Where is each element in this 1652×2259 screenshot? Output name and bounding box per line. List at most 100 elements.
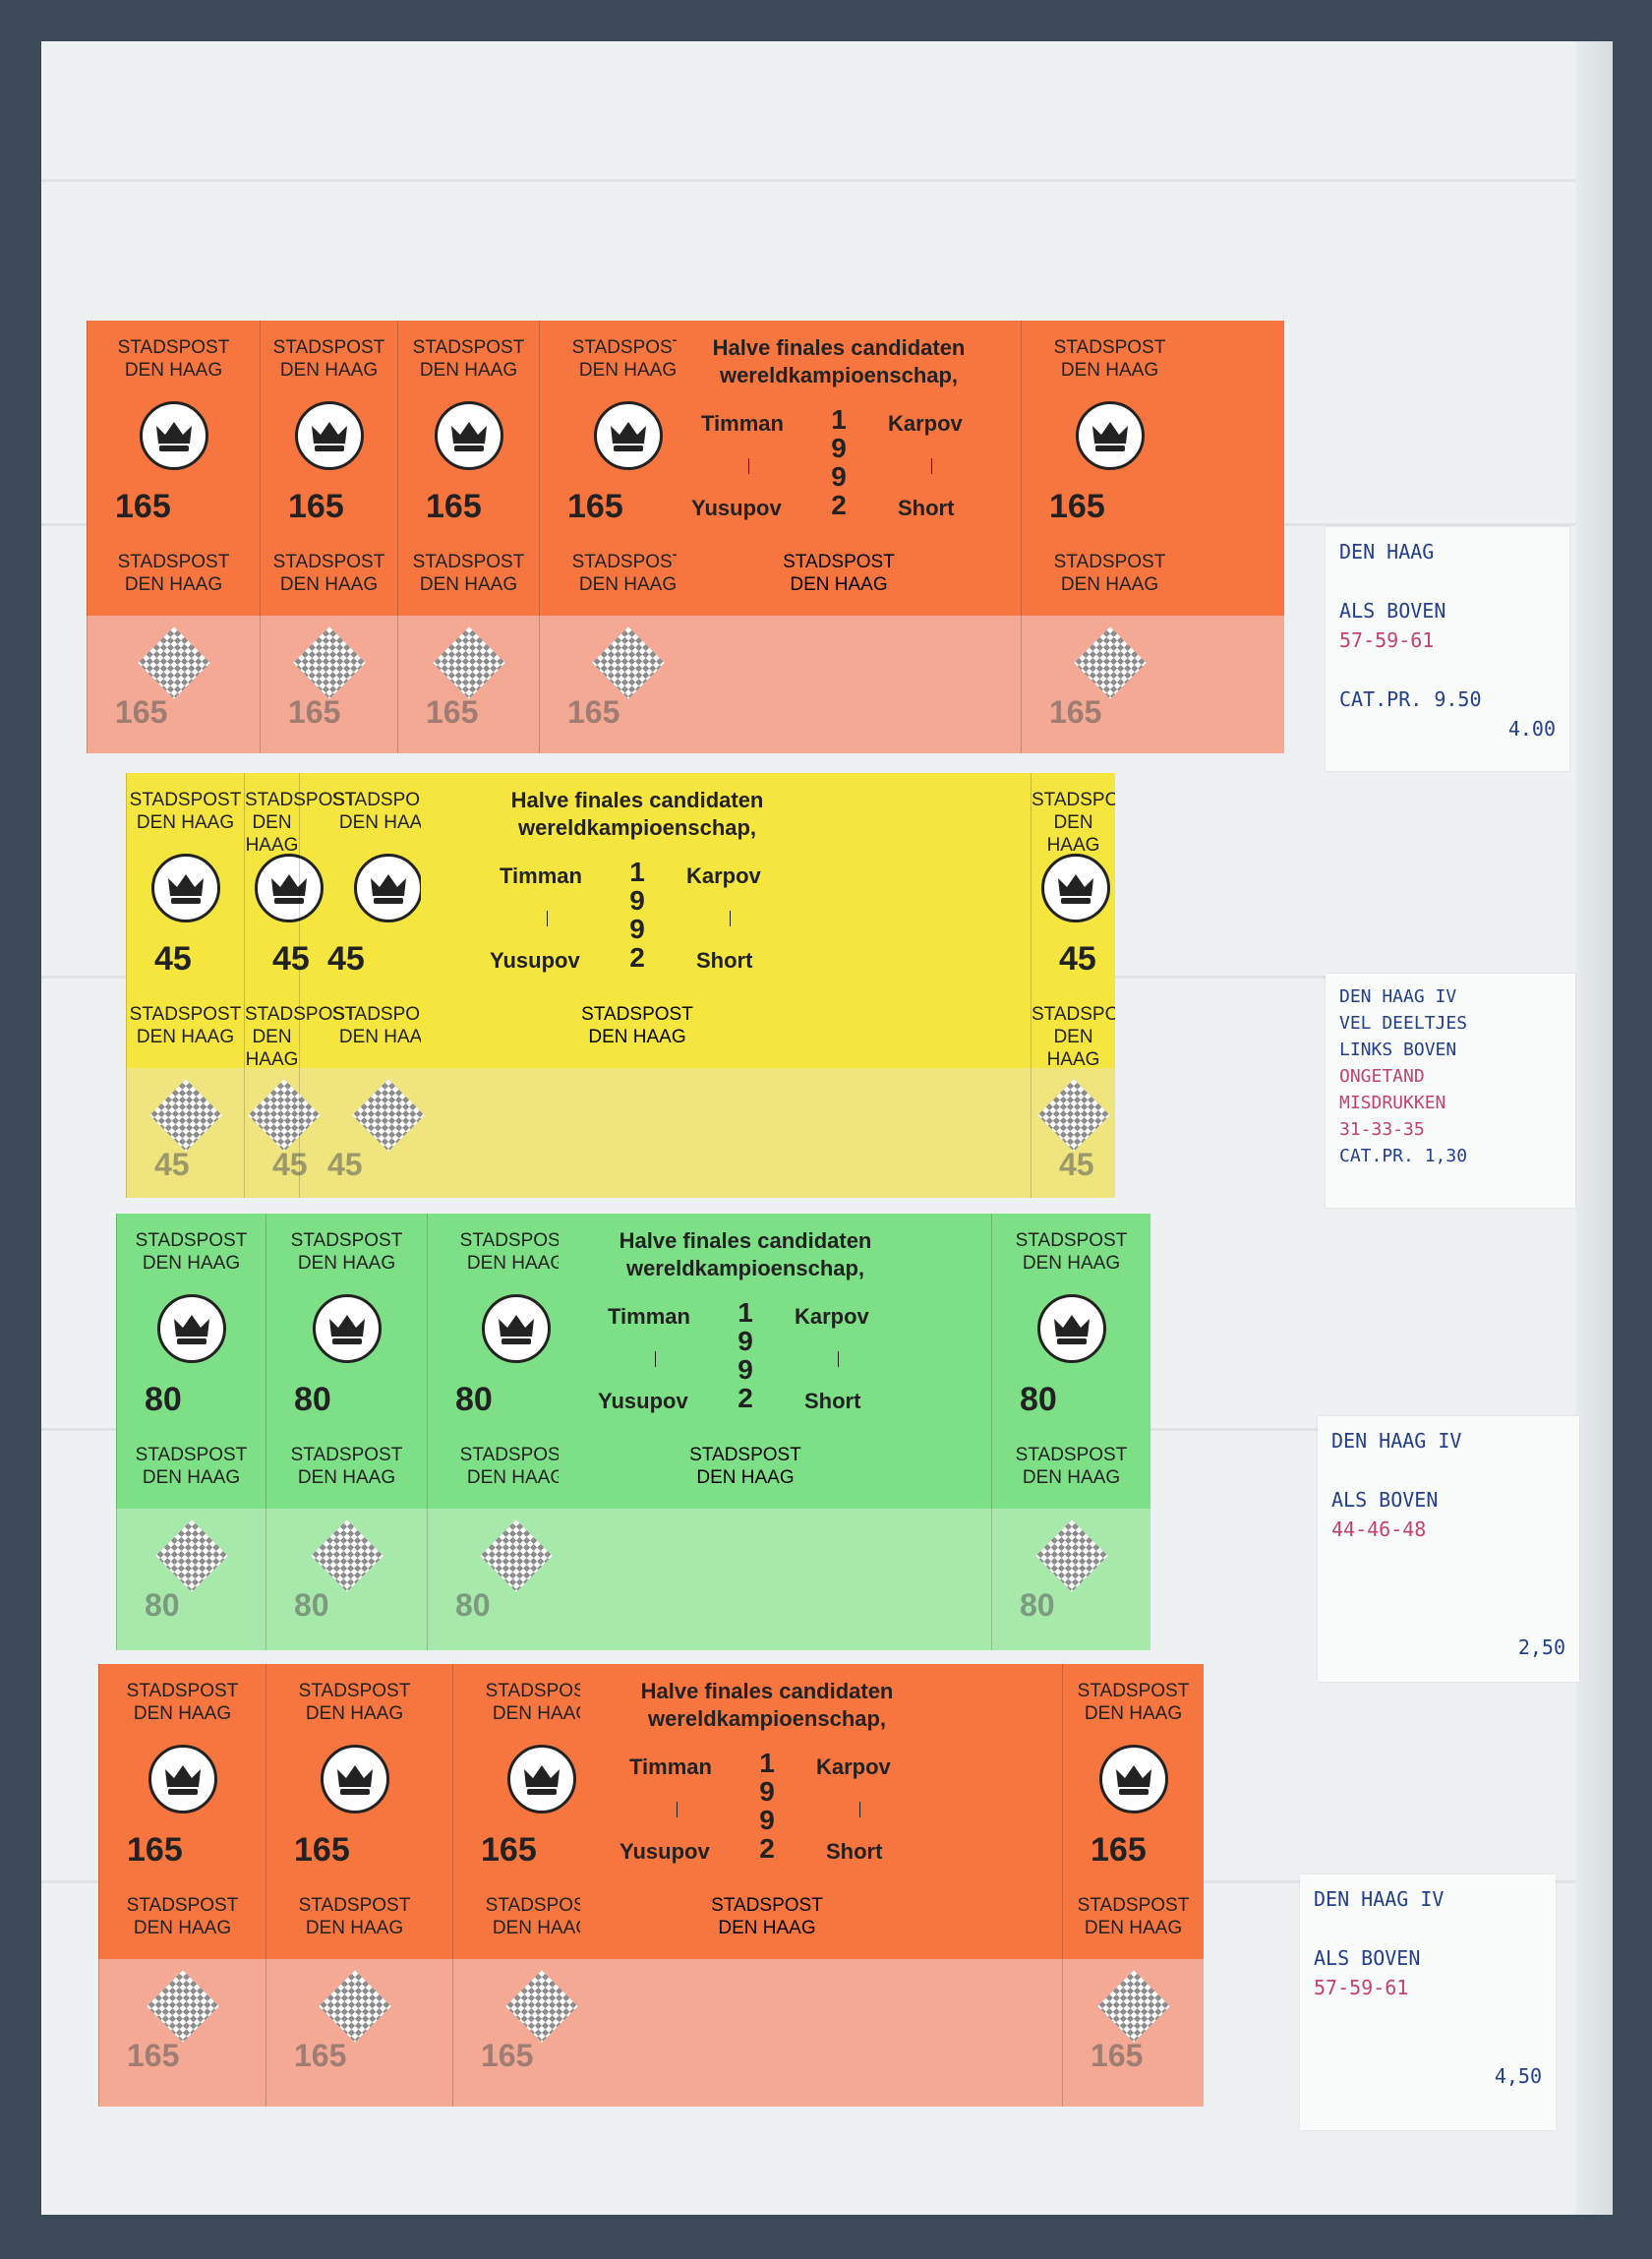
stamp-footer-city: DEN HAAG <box>419 574 518 595</box>
block-footer-city: DEN HAAG <box>718 1918 816 1938</box>
stamp-value: 165 <box>481 1831 537 1869</box>
stamp-header-line: STADSPOST <box>272 337 385 358</box>
stamp-value: 165 <box>567 488 623 525</box>
stamp-footer-line: STADSPOST <box>245 1003 357 1026</box>
vs-bar-left <box>655 1351 656 1367</box>
stamp-header-line: STADSPOST <box>245 789 357 811</box>
chessboard-icon <box>1097 1970 1170 2043</box>
stamp-header-line: STADSPOST <box>1032 790 1115 810</box>
stamp-footer-city: DEN HAAG <box>279 574 379 595</box>
match-title: Halve finales candidaten wereldkampioensc… <box>421 787 854 842</box>
stamp-footer-city: DEN HAAG <box>305 1918 404 1938</box>
stamp-footer-city: DEN HAAG <box>492 1918 591 1938</box>
stamp-city-line: DEN HAAG <box>1084 1703 1183 1724</box>
year-digit: 2 <box>629 942 645 973</box>
handwritten-note-4: DEN HAAG IV ALS BOVEN 57-59-61 4,50 <box>1300 1874 1556 2130</box>
match-title-line-1: Halve finales candidaten <box>640 1679 894 1703</box>
match-info-block: Halve finales candidaten wereldkampioensc… <box>421 773 854 1068</box>
block-footer-city: DEN HAAG <box>588 1027 686 1047</box>
stamp-lower-value: 45 <box>1059 1147 1094 1182</box>
stamp-footer-city: DEN HAAG <box>142 1467 241 1488</box>
vs-bar-left <box>677 1802 678 1817</box>
match-title-line-1: Halve finales candidaten <box>712 335 966 360</box>
stamp-footer-line: STADSPOST <box>459 1445 572 1465</box>
stamp-footer-line: STADSPOST <box>1053 552 1166 572</box>
year-digit: 1 <box>629 857 645 887</box>
stamp-footer-city: DEN HAAG <box>297 1467 396 1488</box>
block-footer-line: STADSPOST <box>711 1895 823 1916</box>
match-title-line-2: wereldkampioenschap, <box>517 815 757 840</box>
stamp-value: 80 <box>1020 1381 1057 1418</box>
stamp-city-line: DEN HAAG <box>297 1253 396 1274</box>
stamp-footer-line: STADSPOST <box>272 552 385 572</box>
match-title-line-1: Halve finales candidaten <box>510 788 764 812</box>
stamp-footer-city: DEN HAAG <box>245 1027 299 1070</box>
stamp-footer-line: STADSPOST <box>571 552 684 572</box>
stamp-value: 80 <box>294 1381 331 1418</box>
player-timman: Timman <box>629 1754 712 1779</box>
stamp-lower-value: 165 <box>294 2038 347 2073</box>
player-timman: Timman <box>608 1304 690 1329</box>
stamp-value: 165 <box>426 488 482 525</box>
stamp-footer-city: DEN HAAG <box>1046 1027 1100 1070</box>
player-short: Short <box>826 1839 883 1864</box>
crown-icon <box>435 401 503 470</box>
sheet-lower-band <box>87 616 1284 753</box>
chessboard-icon <box>155 1519 228 1592</box>
stamp-footer-city: DEN HAAG <box>1060 574 1159 595</box>
stamp-header-line: STADSPOST <box>1015 1230 1128 1251</box>
stamp-footer-line: STADSPOST <box>290 1445 403 1465</box>
crown-icon <box>151 854 220 922</box>
player-yusupov: Yusupov <box>490 948 580 973</box>
year-digit: 1 <box>738 1297 753 1328</box>
stamp-footer-line: STADSPOST <box>117 552 230 572</box>
chessboard-icon <box>1035 1519 1108 1592</box>
stamp-value: 165 <box>288 488 344 525</box>
stamp-lower-value: 165 <box>426 694 479 730</box>
stamp-header-line: STADSPOST <box>459 1230 572 1251</box>
stamp-value: 45 <box>1059 940 1096 978</box>
album-spine <box>1575 41 1613 2215</box>
stamp-lower-value: 45 <box>327 1147 363 1182</box>
chessboard-icon <box>592 626 665 699</box>
stamp-header-line: STADSPOST <box>117 337 230 358</box>
player-short: Short <box>696 948 753 973</box>
stamp-footer-city: DEN HAAG <box>133 1918 232 1938</box>
sheet-lower-band <box>98 1959 1204 2107</box>
stamp-lower-value: 80 <box>294 1587 329 1623</box>
player-timman: Timman <box>500 863 582 888</box>
year-digit: 9 <box>629 885 645 916</box>
year-digit: 9 <box>759 1776 775 1807</box>
stamp-footer-city: DEN HAAG <box>136 1027 235 1047</box>
stamp-city-line: DEN HAAG <box>133 1703 232 1724</box>
stamp-city-line: DEN HAAG <box>124 360 223 381</box>
crown-icon <box>148 1745 217 1813</box>
stamp-footer-line: STADSPOST <box>135 1445 248 1465</box>
year-digit: 2 <box>759 1833 775 1864</box>
